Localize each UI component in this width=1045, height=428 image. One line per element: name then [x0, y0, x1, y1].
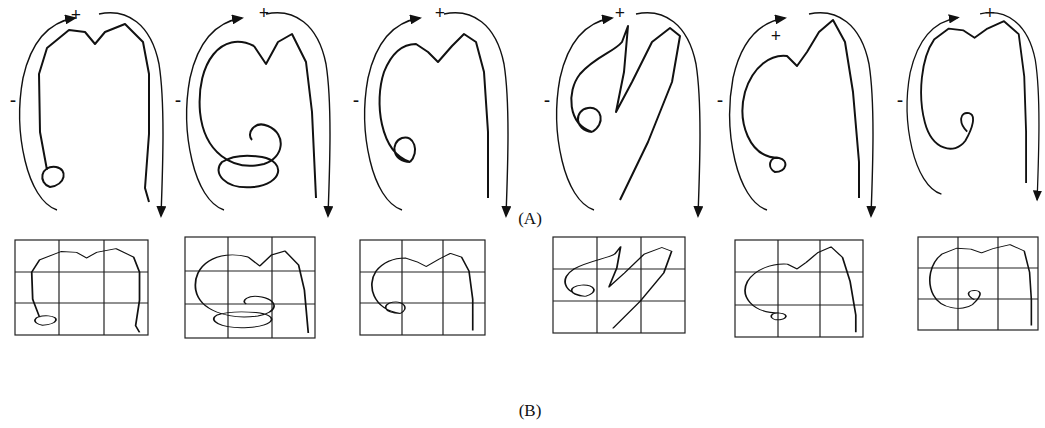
stroke-sign: + [615, 4, 625, 22]
stroke-sign: - [175, 91, 181, 109]
stroke-sign: - [353, 91, 359, 109]
stroke-sign: + [71, 6, 81, 24]
stroke-sign: - [10, 91, 16, 109]
stroke-sign: - [717, 91, 723, 109]
stroke-sign: - [897, 91, 903, 109]
panel-caption: (A) [518, 210, 542, 227]
panel-caption: (B) [519, 402, 542, 419]
stroke-sign: + [985, 4, 995, 22]
stroke-sign: + [259, 4, 269, 22]
stroke-sign: + [771, 27, 781, 45]
stroke-sign: - [544, 91, 550, 109]
stroke-sign: + [435, 4, 445, 22]
